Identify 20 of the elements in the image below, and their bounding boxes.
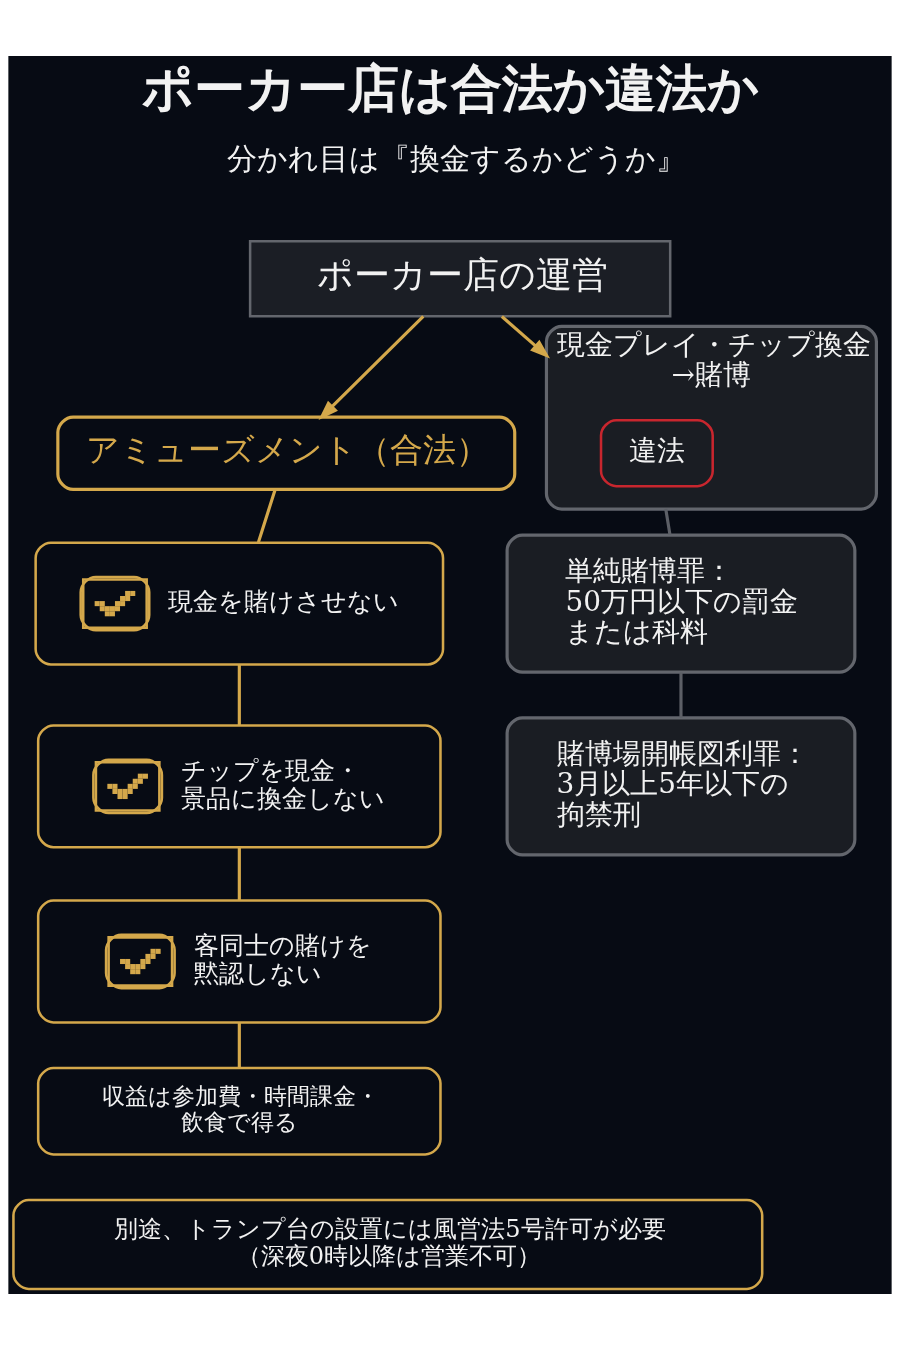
node-box: 単純賭博罪： 50万円以下の罰金または科料 [505, 533, 857, 674]
node-box: アミューズメント（合法） [56, 415, 517, 491]
diagram-title: ポーカー店は合法か違法か [142, 57, 760, 118]
connector [256, 489, 277, 543]
node-box: 別途、トランプ台の設置には風営法5号許可が必要（深夜0時以降は営業不可） [12, 1198, 764, 1291]
connector [237, 847, 241, 901]
node-box: 収益は参加費・時間課金・飲食で得る [36, 1066, 442, 1156]
connector [664, 508, 672, 535]
node-box: 現金を賭けさせない [34, 541, 445, 666]
arrow [318, 315, 425, 421]
label: 分かれ目は『換金するかどうか』 [227, 141, 687, 177]
node-box: 賭博場開帳図利罪： 3月以上5年以下の拘禁刑 [505, 716, 857, 857]
arrow [500, 315, 551, 359]
connector [237, 1022, 241, 1068]
connector [679, 672, 683, 718]
node-box: チップを現金・景品に換金しない [36, 724, 442, 849]
node-box: ポーカー店の運営 [248, 240, 672, 318]
connector [237, 664, 241, 726]
node-box: 客同士の賭けを黙認しない [36, 899, 442, 1024]
node-box: 違法 [599, 418, 714, 488]
